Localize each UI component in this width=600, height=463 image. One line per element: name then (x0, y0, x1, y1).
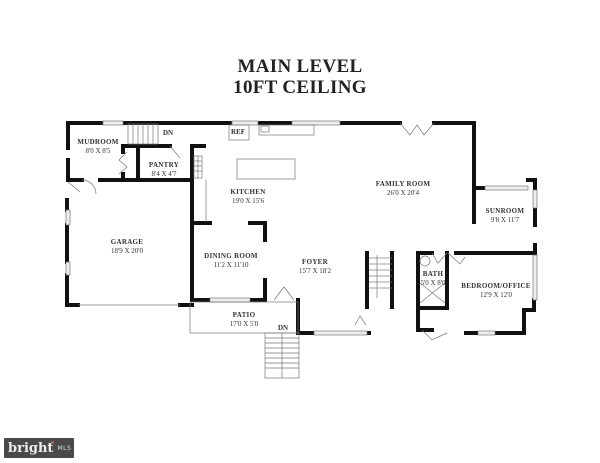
room-patio: PATIO 17'0 X 5'0 (230, 311, 259, 329)
watermark-accent-dot (51, 440, 55, 444)
plan-subtitle: 10FT CEILING (233, 77, 367, 98)
patio-stairs-down-label: DN (278, 324, 289, 332)
room-dims: 5'0 X 8'0 (420, 279, 446, 287)
room-mudroom: MUDROOM 8'0 X 8'5 (77, 138, 118, 156)
room-bedroom-office: BEDROOM/OFFICE 12'9 X 12'0 (461, 282, 531, 300)
room-dims: 12'9 X 12'0 (479, 291, 513, 299)
room-garage: GARAGE 18'9 X 20'0 (111, 238, 144, 256)
bright-mls-watermark: bright MLS (4, 438, 74, 458)
room-dims: 18'9 X 20'0 (110, 247, 144, 255)
refrigerator-label: REF (231, 128, 245, 136)
room-bath: BATH 5'0 X 8'0 (420, 270, 445, 288)
room-name: PATIO (232, 311, 256, 319)
room-name: FAMILY ROOM (375, 180, 431, 188)
room-name: DINING ROOM (204, 252, 258, 260)
room-dims: 15'7 X 18'2 (298, 267, 332, 275)
room-name: FOYER (301, 258, 328, 266)
plan-title: MAIN LEVEL (237, 56, 363, 77)
room-pantry: PANTRY 8'4 X 4'7 (149, 161, 179, 179)
room-name: BATH (422, 270, 444, 278)
room-dims: 9'8 X 11'7 (490, 216, 520, 224)
room-sunroom: SUNROOM 9'8 X 11'7 (486, 207, 525, 225)
room-name: BEDROOM/OFFICE (461, 282, 531, 290)
room-dims: 11'2 X 11'10 (213, 261, 249, 269)
room-dims: 8'4 X 4'7 (151, 170, 177, 178)
room-dims: 26'0 X 20'4 (386, 189, 420, 197)
room-name: KITCHEN (230, 188, 266, 196)
room-dims: 19'0 X 15'6 (231, 197, 265, 205)
room-name: PANTRY (148, 161, 180, 169)
room-foyer: FOYER 15'7 X 18'2 (299, 258, 331, 276)
watermark-brand: bright (8, 440, 54, 456)
room-family-room: FAMILY ROOM 26'0 X 20'4 (376, 180, 431, 198)
room-name: SUNROOM (485, 207, 525, 215)
room-dining-room: DINING ROOM 11'2 X 11'10 (204, 252, 258, 270)
room-kitchen: KITCHEN 19'0 X 15'6 (230, 188, 265, 206)
stairs-down-label: DN (163, 129, 174, 137)
room-name: GARAGE (110, 238, 144, 246)
watermark-suffix: MLS (57, 444, 72, 452)
room-name: MUDROOM (77, 138, 119, 146)
room-dims: 8'0 X 8'5 (85, 147, 111, 155)
room-dims: 17'0 X 5'0 (229, 320, 259, 328)
